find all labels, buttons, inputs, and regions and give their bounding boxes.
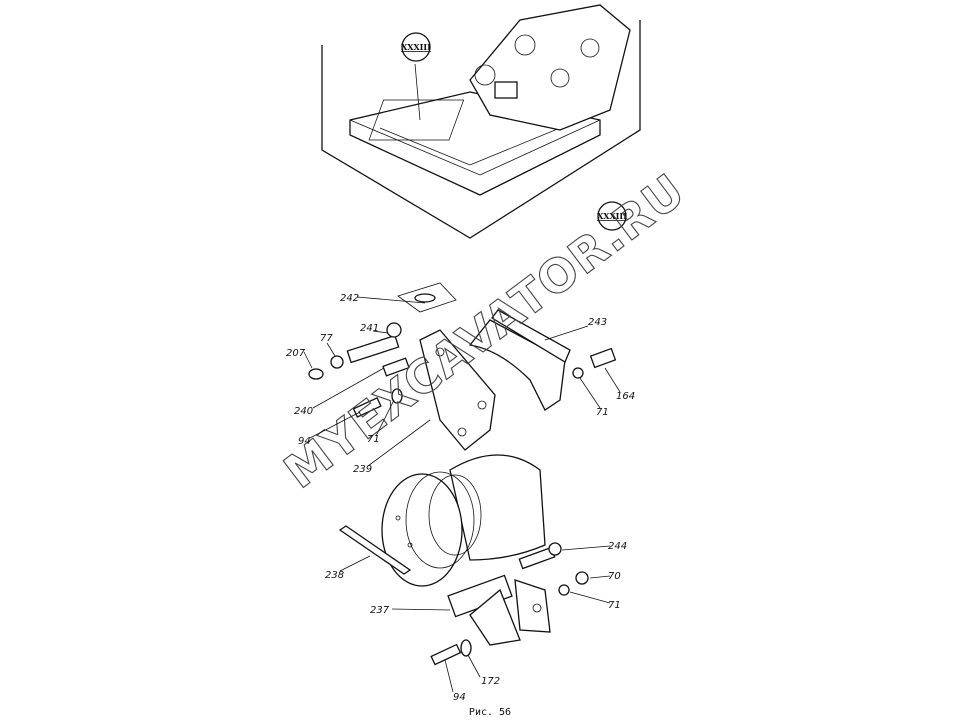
callout-243: 243 — [588, 317, 607, 328]
callout-labels: 242 243 241 77 207 240 164 71 71 94 239 … — [286, 293, 635, 703]
view-marker-xxxiii-top: XXXIII — [401, 32, 431, 62]
svg-text:XXXIII: XXXIII — [597, 211, 627, 221]
bracket-assembly — [308, 282, 617, 451]
pulley-assembly — [338, 454, 546, 587]
lower-bracket — [430, 542, 589, 666]
svg-text:XXXIII: XXXIII — [401, 42, 431, 52]
callout-172: 172 — [481, 676, 500, 687]
callout-94: 94 — [453, 692, 466, 703]
callout-71: 71 — [596, 407, 609, 418]
callout-77: 77 — [320, 333, 333, 344]
callout-94: 94 — [298, 436, 311, 447]
callout-241: 241 — [360, 323, 379, 334]
callout-244: 244 — [608, 541, 627, 552]
callout-207: 207 — [286, 348, 306, 359]
callout-71: 71 — [608, 600, 621, 611]
machine-overview — [321, 4, 641, 239]
view-marker-xxxiii-detail: XXXIII — [597, 201, 627, 231]
callout-164: 164 — [616, 391, 635, 402]
leader-lines — [303, 296, 621, 693]
callout-237: 237 — [370, 605, 390, 616]
figure-caption: Рис. 56 — [469, 707, 511, 718]
watermark: MYEXCAVATOR.RU — [274, 163, 695, 499]
callout-71: 71 — [367, 434, 380, 445]
callout-240: 240 — [294, 406, 313, 417]
callout-242: 242 — [340, 293, 359, 304]
callout-238: 238 — [325, 570, 344, 581]
callout-239: 239 — [353, 464, 372, 475]
callout-70: 70 — [608, 571, 621, 582]
